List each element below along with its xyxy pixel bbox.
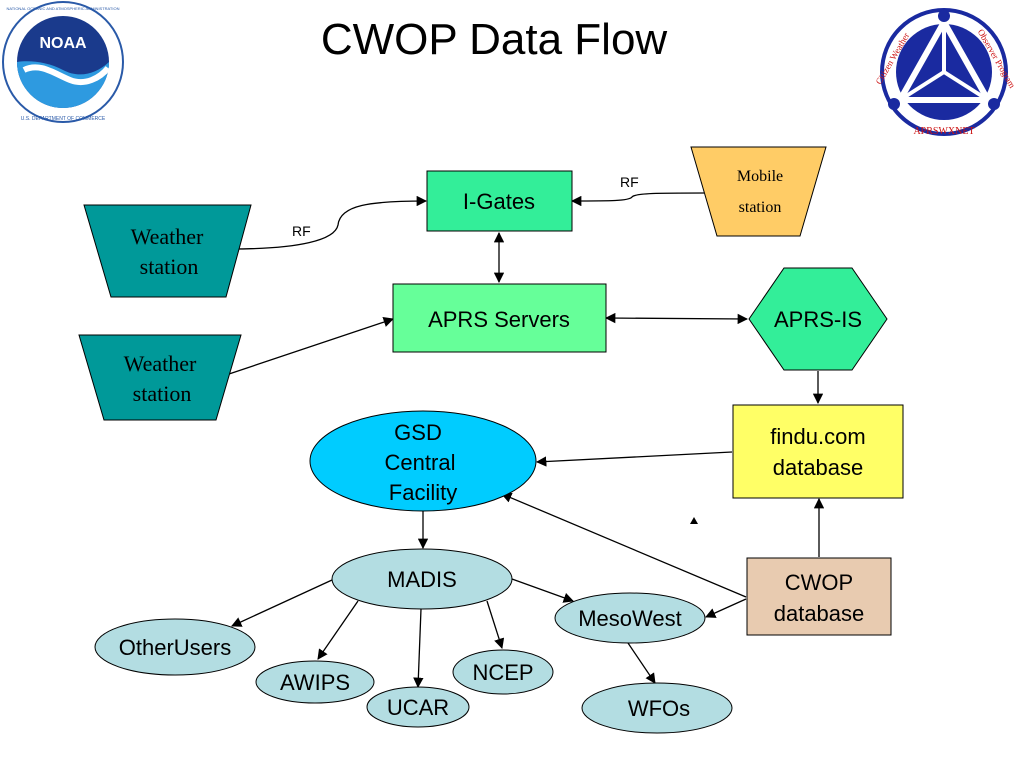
node-weather2-label-1: Weather bbox=[124, 351, 197, 376]
node-cwop-db-label-2: database bbox=[774, 601, 865, 626]
node-weather-station-2: Weather station bbox=[78, 334, 242, 421]
node-ncep-label: NCEP bbox=[472, 660, 533, 685]
edge-madis-ncep bbox=[486, 600, 505, 649]
node-awips-label: AWIPS bbox=[280, 670, 350, 695]
node-mobile-station: Mobile station bbox=[690, 146, 827, 237]
edge-madis-otherusers bbox=[231, 579, 333, 627]
edge-weather1-igates bbox=[229, 195, 428, 250]
node-gsd-label-2: Central bbox=[385, 450, 456, 475]
node-ucar-label: UCAR bbox=[387, 695, 449, 720]
node-wfos: WFOs bbox=[581, 682, 733, 734]
node-aprs-servers-label: APRS Servers bbox=[428, 307, 570, 332]
edge-mesowest-wfos bbox=[627, 642, 656, 684]
edge-cwopdb-gsd bbox=[501, 492, 747, 598]
edge-weather2-servers bbox=[222, 317, 394, 377]
node-cwop-db-label-1: CWOP bbox=[785, 570, 853, 595]
stray-arrowhead-2 bbox=[690, 517, 698, 524]
node-mesowest: MesoWest bbox=[554, 592, 706, 644]
node-aprs-is-label: APRS-IS bbox=[774, 307, 862, 332]
node-awips: AWIPS bbox=[255, 660, 375, 704]
node-madis-label: MADIS bbox=[387, 567, 457, 592]
node-findu: findu.com database bbox=[732, 404, 904, 499]
node-weather1-label-1: Weather bbox=[131, 224, 204, 249]
node-weather-station-1: Weather station bbox=[83, 204, 252, 298]
node-igates: I-Gates bbox=[426, 170, 573, 232]
noaa-ring-bottom: U.S. DEPARTMENT OF COMMERCE bbox=[21, 116, 106, 122]
edge-findu-gsd bbox=[535, 451, 733, 467]
page-title: CWOP Data Flow bbox=[321, 15, 668, 64]
edge-cwopdb-mesowest bbox=[705, 598, 747, 618]
node-other-users: OtherUsers bbox=[94, 618, 256, 676]
edge-madis-awips bbox=[317, 600, 359, 660]
noaa-logo: NOAA NATIONAL OCEANIC AND ATMOSPHERIC AD… bbox=[2, 1, 124, 123]
noaa-ring-top: NATIONAL OCEANIC AND ATMOSPHERIC ADMINIS… bbox=[7, 6, 120, 11]
node-other-users-label: OtherUsers bbox=[119, 635, 231, 660]
cwop-ring-bottom: APRSWXNET bbox=[913, 126, 974, 137]
node-ucar: UCAR bbox=[366, 686, 470, 728]
node-cwop-database: CWOP database bbox=[746, 557, 892, 636]
node-gsd: GSD Central Facility bbox=[309, 410, 537, 512]
node-weather2-label-2: station bbox=[133, 381, 192, 406]
node-madis: MADIS bbox=[331, 548, 513, 610]
node-aprs-is: APRS-IS bbox=[748, 267, 888, 371]
node-igates-label: I-Gates bbox=[463, 189, 535, 214]
rf-label-weather: RF bbox=[292, 223, 311, 239]
node-gsd-label-3: Facility bbox=[389, 480, 457, 505]
rf-label-mobile: RF bbox=[620, 174, 639, 190]
node-mobile-label-2: station bbox=[739, 199, 782, 216]
node-wfos-label: WFOs bbox=[628, 696, 690, 721]
node-ncep: NCEP bbox=[452, 649, 554, 695]
edge-madis-mesowest bbox=[511, 578, 574, 603]
node-weather1-label-2: station bbox=[140, 254, 199, 279]
node-findu-label-1: findu.com bbox=[770, 424, 865, 449]
edge-madis-ucar bbox=[413, 608, 424, 689]
node-gsd-label-1: GSD bbox=[394, 420, 442, 445]
node-findu-label-2: database bbox=[773, 455, 864, 480]
noaa-logo-text: NOAA bbox=[39, 35, 87, 52]
cwop-logo: Citizen Weather Observer Program APRSWXN… bbox=[874, 8, 1017, 137]
edge-mobile-igates bbox=[570, 192, 705, 207]
node-mesowest-label: MesoWest bbox=[578, 606, 682, 631]
edge-servers-aprsis bbox=[604, 312, 749, 325]
node-aprs-servers: APRS Servers bbox=[392, 283, 607, 353]
node-mobile-label-1: Mobile bbox=[737, 168, 783, 185]
